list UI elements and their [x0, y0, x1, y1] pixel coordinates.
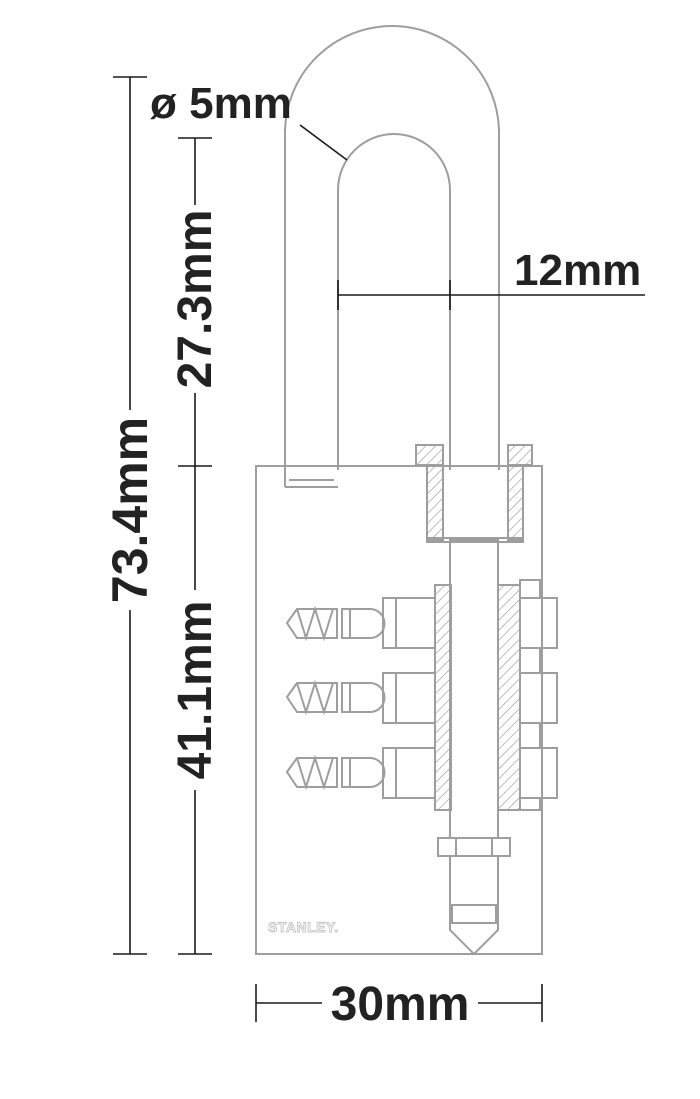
dial-mechanism: [382, 579, 558, 811]
shackle-diameter-label: ø 5mm: [150, 79, 292, 128]
lock-body: [255, 465, 543, 955]
shackle: [284, 25, 500, 488]
dial-wheel-1: [519, 597, 558, 649]
locking-shaft: [449, 539, 499, 839]
bottom-bolt: [437, 837, 511, 956]
spring-plunger-3: [285, 754, 386, 791]
shackle-outer: [284, 25, 500, 487]
dial-wheel-2: [519, 672, 558, 724]
padlock-drawing: [255, 25, 558, 956]
brand-logo: STANLEY.: [268, 919, 339, 935]
shackle-bushing: [415, 444, 533, 543]
spring-plunger-1: [285, 605, 386, 642]
body-height-label: 41.1mm: [169, 601, 222, 780]
dial-wheel-3: [519, 747, 558, 799]
spring-plunger-2: [285, 679, 386, 716]
shackle-inner: [337, 133, 451, 470]
shackle-width-label: 12mm: [514, 246, 641, 295]
diameter-leader: [299, 124, 348, 161]
shackle-clearance-label: 27.3mm: [169, 210, 222, 389]
body-width-label: 30mm: [331, 978, 470, 1031]
overall-height-label: 73.4mm: [102, 417, 158, 603]
dimension-lines: [113, 76, 645, 1022]
